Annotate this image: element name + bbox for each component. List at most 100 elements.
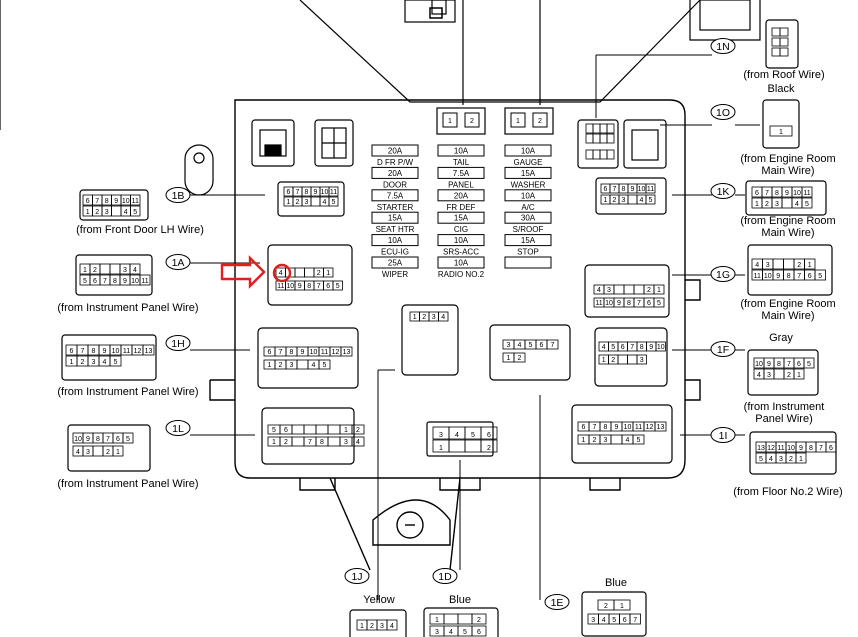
pin-cell <box>825 441 837 453</box>
pin-cell <box>513 352 526 363</box>
pin-number: 10 <box>787 445 795 452</box>
pin-number: 2 <box>477 617 481 624</box>
pin-cell <box>795 452 807 464</box>
pin-number: 3 <box>640 357 644 364</box>
fuse-name: ECU-IG <box>381 248 409 257</box>
pin-number: 10 <box>286 283 294 290</box>
pin-cell <box>294 267 305 278</box>
tag-label: 1O <box>716 107 730 119</box>
pin-number: 4 <box>441 314 445 321</box>
tag-label: 1F <box>717 344 729 356</box>
pin-number: 3 <box>779 456 783 463</box>
pin-number: 4 <box>757 372 761 379</box>
pin-number: 9 <box>649 344 653 351</box>
pin-number: 1 <box>326 270 330 277</box>
pin-number: 11 <box>141 278 148 285</box>
pin-number: 5 <box>471 432 475 439</box>
pin-cell <box>585 123 594 134</box>
pin-number: 4 <box>449 629 453 636</box>
pin-number: 11 <box>321 349 328 356</box>
pin-cell <box>779 37 789 47</box>
pin-number: 5 <box>805 201 809 208</box>
pin-number: 8 <box>622 186 626 193</box>
tag-1D: 1D <box>432 568 458 584</box>
pin-number: 5 <box>463 629 467 636</box>
pin-cell <box>471 625 487 637</box>
pin-cell <box>328 196 339 207</box>
pin-cell <box>629 613 641 625</box>
pin-number: 3 <box>775 201 779 208</box>
pin-number: 7 <box>296 189 300 196</box>
pin-number: 4 <box>279 270 283 277</box>
pin-number: 4 <box>312 362 316 369</box>
pin-cell <box>464 439 482 453</box>
tag-label: 1D <box>438 571 452 583</box>
pin-cell <box>592 149 601 160</box>
pin-number: 1 <box>755 201 759 208</box>
tag-label: 1I <box>719 430 728 442</box>
inner-sockets <box>251 119 673 465</box>
color-label-1E: Blue <box>605 577 627 589</box>
pin-number: 7 <box>797 273 801 280</box>
fuse-slot: 30A <box>504 211 552 224</box>
pin-cell <box>585 133 594 144</box>
pin-number: 2 <box>81 359 85 366</box>
relay-pin: 1 <box>516 118 520 125</box>
pin-cell <box>130 194 141 206</box>
pin-number: 9 <box>785 190 789 197</box>
pin-number: 8 <box>305 189 309 196</box>
pin-number: 1 <box>413 314 417 321</box>
pin-number: 3 <box>290 362 294 369</box>
fuse-name: CIG <box>454 225 468 234</box>
pin-number: 9 <box>103 348 107 355</box>
pin-cell <box>296 359 309 370</box>
pin-number: 6 <box>604 186 608 193</box>
fuse-slot: 15A <box>504 234 552 247</box>
pin-number: 4 <box>640 197 644 204</box>
pin-cell <box>655 341 666 352</box>
fuse-rating: 30A <box>521 214 536 223</box>
fuse-rating: 20A <box>454 191 469 200</box>
pin-number: 10 <box>605 300 613 307</box>
tag-1N: 1N <box>710 38 736 54</box>
tag-1O: 1O <box>710 104 736 120</box>
pin-cell <box>599 133 608 144</box>
pin-cell <box>606 149 615 160</box>
fuse-slot: 15A <box>371 211 419 224</box>
pin-number: 9 <box>301 349 305 356</box>
pin-number: 10 <box>131 278 139 285</box>
fuse-slot: 20A <box>371 144 419 157</box>
pin-number: 2 <box>797 262 801 269</box>
pin-cell <box>617 354 628 365</box>
pin-number: 1 <box>116 449 120 456</box>
pin-number: 2 <box>279 362 283 369</box>
pin-number: 1 <box>439 445 443 452</box>
pin-number: 8 <box>307 283 311 290</box>
pin-number: 6 <box>647 300 651 307</box>
pin-cell <box>814 269 826 281</box>
pin-number: 9 <box>298 283 302 290</box>
pin-number: 4 <box>76 449 80 456</box>
pin-number: 6 <box>621 344 625 351</box>
pin-number: 6 <box>116 436 120 443</box>
pin-number: 7 <box>593 424 597 431</box>
pin-cell <box>315 424 329 435</box>
pin-cell <box>592 123 601 134</box>
pin-number: 4 <box>626 437 630 444</box>
pin-number: 3 <box>507 342 511 349</box>
pin-number: 4 <box>455 432 459 439</box>
pin-number: 13 <box>757 445 765 452</box>
tag-label: 1J <box>351 571 362 583</box>
pin-number: 6 <box>326 283 330 290</box>
pin-number: 6 <box>487 432 491 439</box>
relay-socket-right: 1 2 <box>504 107 554 135</box>
pin-cell <box>632 434 645 445</box>
pin-number: 7 <box>279 349 283 356</box>
pin-cell <box>327 436 341 447</box>
